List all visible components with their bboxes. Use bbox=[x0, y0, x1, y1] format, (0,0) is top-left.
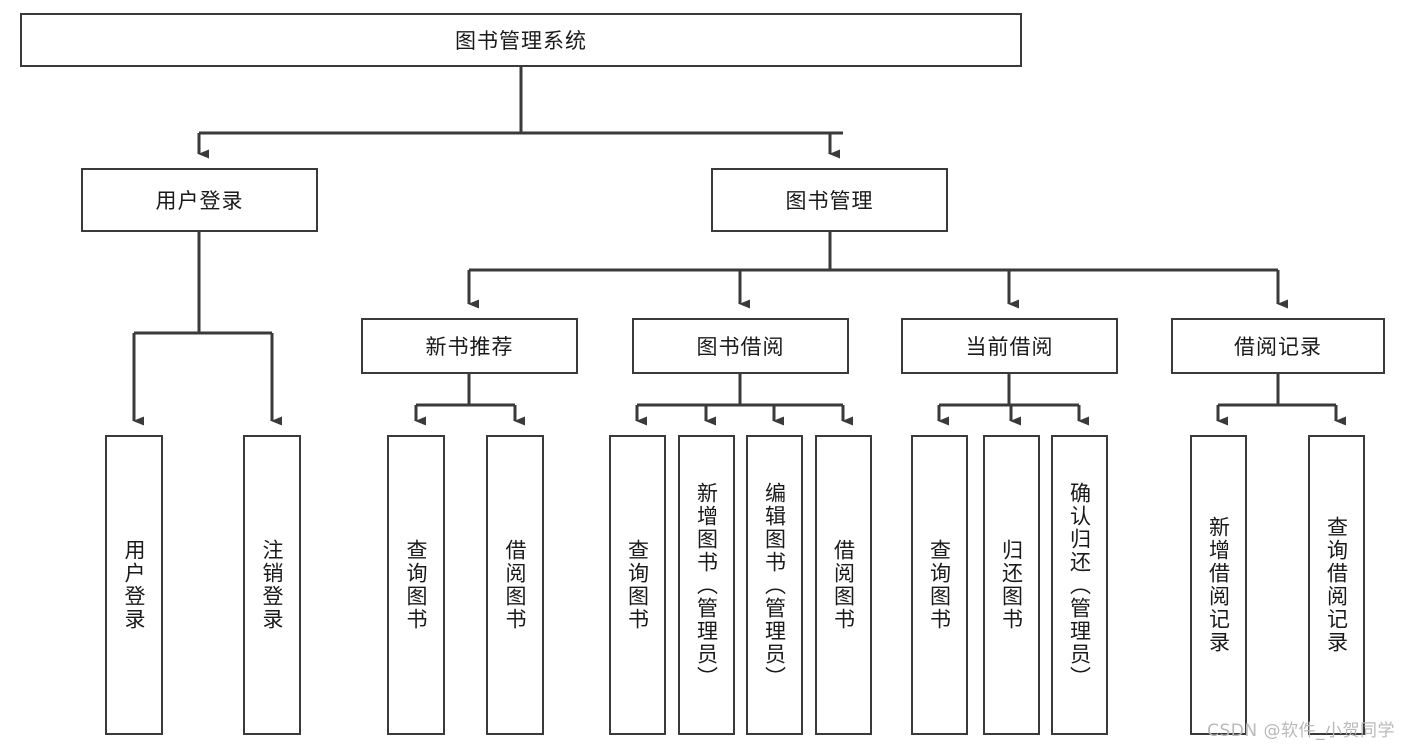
leaf-query-borrow-record-label: 查询借阅记录 bbox=[1324, 516, 1349, 654]
node-current-borrow[interactable]: 当前借阅 bbox=[901, 318, 1118, 374]
leaf-add-book-admin[interactable]: 新增图书（管理员） bbox=[678, 435, 735, 735]
leaf-query-books-recommend-label: 查询图书 bbox=[404, 539, 429, 631]
node-root-label: 图书管理系统 bbox=[455, 29, 587, 53]
leaf-query-books-borrow-label: 查询图书 bbox=[625, 539, 650, 631]
node-book-borrow-label: 图书借阅 bbox=[696, 335, 785, 359]
leaf-edit-book-admin[interactable]: 编辑图书（管理员） bbox=[746, 435, 803, 735]
leaf-user-login[interactable]: 用户登录 bbox=[105, 435, 163, 735]
leaf-return-books[interactable]: 归还图书 bbox=[983, 435, 1040, 735]
node-root[interactable]: 图书管理系统 bbox=[20, 13, 1022, 67]
node-new-book-recommend-label: 新书推荐 bbox=[425, 335, 514, 359]
leaf-query-books-current[interactable]: 查询图书 bbox=[911, 435, 968, 735]
leaf-query-books-current-label: 查询图书 bbox=[927, 539, 952, 631]
leaf-logout-label: 注销登录 bbox=[260, 539, 285, 631]
node-borrow-records[interactable]: 借阅记录 bbox=[1171, 318, 1385, 374]
leaf-return-books-label: 归还图书 bbox=[999, 539, 1024, 631]
leaf-add-borrow-record[interactable]: 新增借阅记录 bbox=[1190, 435, 1247, 735]
leaf-add-borrow-record-label: 新增借阅记录 bbox=[1206, 516, 1231, 654]
node-borrow-records-label: 借阅记录 bbox=[1234, 335, 1322, 359]
leaf-borrow-books-recommend[interactable]: 借阅图书 bbox=[486, 435, 544, 735]
node-book-management[interactable]: 图书管理 bbox=[711, 168, 948, 232]
node-book-management-label: 图书管理 bbox=[785, 189, 874, 213]
leaf-confirm-return-admin-label: 确认归还（管理员） bbox=[1067, 481, 1092, 689]
leaf-logout[interactable]: 注销登录 bbox=[243, 435, 301, 735]
leaf-user-login-label: 用户登录 bbox=[122, 539, 147, 631]
node-user-login[interactable]: 用户登录 bbox=[81, 168, 318, 232]
leaf-edit-book-admin-label: 编辑图书（管理员） bbox=[762, 481, 787, 689]
node-new-book-recommend[interactable]: 新书推荐 bbox=[361, 318, 578, 374]
node-current-borrow-label: 当前借阅 bbox=[965, 335, 1054, 359]
leaf-borrow-books-recommend-label: 借阅图书 bbox=[503, 539, 528, 631]
leaf-query-borrow-record[interactable]: 查询借阅记录 bbox=[1308, 435, 1365, 735]
leaf-borrow-books-label: 借阅图书 bbox=[831, 539, 856, 631]
watermark: CSDN @软件_小贺同学 bbox=[1207, 721, 1395, 741]
node-user-login-label: 用户登录 bbox=[155, 189, 244, 213]
node-book-borrow[interactable]: 图书借阅 bbox=[632, 318, 849, 374]
leaf-borrow-books[interactable]: 借阅图书 bbox=[815, 435, 872, 735]
leaf-confirm-return-admin[interactable]: 确认归还（管理员） bbox=[1051, 435, 1108, 735]
leaf-add-book-admin-label: 新增图书（管理员） bbox=[694, 481, 719, 689]
leaf-query-books-recommend[interactable]: 查询图书 bbox=[387, 435, 445, 735]
leaf-query-books-borrow[interactable]: 查询图书 bbox=[609, 435, 666, 735]
